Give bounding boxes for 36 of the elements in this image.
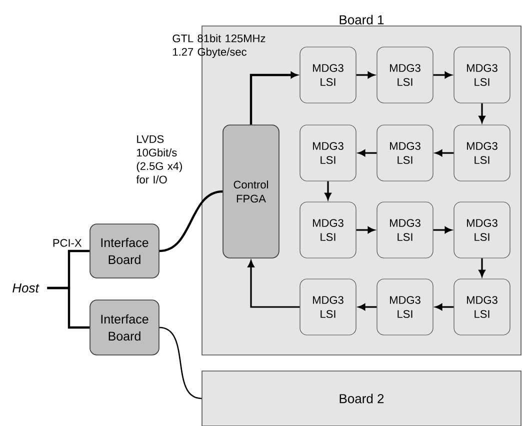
chip-box: MDG3 LSI (454, 202, 510, 258)
arrow (478, 103, 486, 123)
arrow (433, 72, 452, 78)
connector-line (47, 286, 90, 329)
board: Board 2 (202, 370, 522, 426)
connector-line (159, 190, 223, 252)
chip-box: MDG3 LSI (300, 124, 356, 182)
chip-box: MDG3 LSI (454, 278, 510, 336)
host-label: Host (12, 283, 40, 293)
interface-box: Interface Board (90, 224, 160, 278)
connector-line (159, 326, 202, 400)
chip-box: MDG3 LSI (376, 278, 434, 336)
chip-box: MDG3 LSI (454, 124, 510, 182)
arrow (356, 226, 375, 234)
chip-box: MDG3 LSI (300, 202, 356, 258)
edge-label: LVDS 10Gbit/s (2.5G x4) for I/O (136, 135, 182, 184)
arrow (435, 304, 454, 310)
arrow (250, 72, 298, 125)
arrow (358, 304, 377, 310)
arrow (478, 258, 486, 277)
arrow (248, 260, 300, 308)
arrow (356, 72, 375, 78)
arrow (324, 181, 332, 200)
arrow (435, 150, 454, 156)
chip-box: MDG3 LSI (300, 278, 356, 336)
chip-box: MDG3 LSI (376, 124, 434, 182)
interface-box: Interface Board (90, 300, 160, 356)
arrow (433, 226, 452, 234)
edge-label: PCI-X (53, 239, 82, 247)
chip-box: MDG3 LSI (454, 46, 510, 104)
arrow (358, 150, 377, 156)
chip-box: MDG3 LSI (300, 46, 356, 104)
edge-label: GTL 81bit 125MHz 1.27 Gbyte/sec (172, 34, 266, 58)
chip-box: MDG3 LSI (376, 202, 434, 258)
fpga-box: Control FPGA (222, 124, 280, 258)
chip-box: MDG3 LSI (376, 46, 434, 104)
